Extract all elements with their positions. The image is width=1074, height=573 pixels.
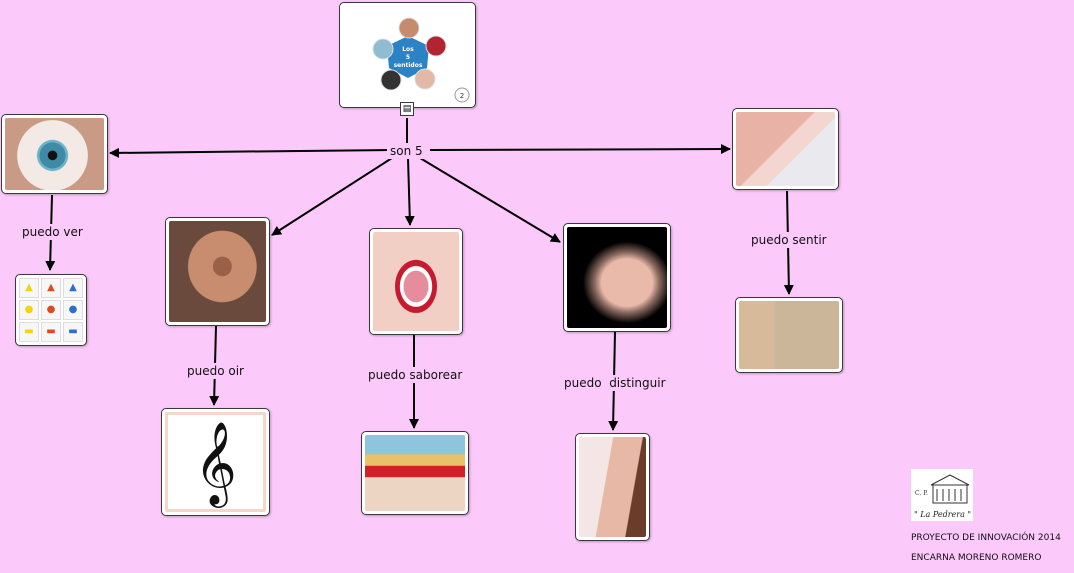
verb-label-mouth: puedo saborear [365,367,466,383]
touching-wool-image [739,301,839,369]
baby-hands-image [736,112,835,186]
five-senses-image: Los 5 sentidos 2 [343,6,472,104]
shape-cell: ● [19,300,39,320]
ear-node[interactable] [165,217,270,326]
mouth-node[interactable] [369,228,463,335]
root-node-five-senses[interactable]: Los 5 sentidos 2 [339,2,476,108]
rose-node[interactable] [575,433,650,541]
school-logo: C. P. " La Pedrera " [911,469,973,521]
ear-image [169,221,266,322]
root-title-line-3: sentidos [394,62,423,69]
edge-hub-hands [429,144,731,155]
school-building-icon: C. P. " La Pedrera " [914,474,971,519]
smelling-rose-image [579,437,646,537]
verb-label-ear: puedo oir [184,363,247,379]
root-title-line-1: Los [402,46,414,53]
treble-clef-icon: 𝄞 [165,412,266,512]
eye-image [5,118,104,190]
blindfold-node[interactable] [361,431,469,515]
shape-cell: ● [63,300,83,320]
mouth-image [373,232,459,331]
colored-shapes-grid: ▲ ▲ ▲ ● ● ● ▬ ▬ ▬ [19,278,83,342]
edge-hub-eye [109,147,389,158]
logo-text-cp: C. P. [915,490,928,497]
root-title-line-2: 5 [406,54,410,61]
logo-text-name: " La Pedrera " [914,510,971,519]
hands-node[interactable] [732,108,839,190]
sheep-node[interactable] [735,297,843,373]
clef-node[interactable]: 𝄞 [161,408,270,516]
edge-hub-nose [419,157,561,243]
verb-label-hands: puedo sentir [748,232,830,248]
senses-collage: Los 5 sentidos 2 [372,17,470,103]
eye-node[interactable] [1,114,108,194]
root-page-number: 2 [460,92,464,100]
shape-cell: ● [41,300,61,320]
verb-label-eye: puedo ver [19,224,86,240]
shape-cell: ▬ [63,322,83,342]
shape-cell: ▲ [19,278,39,298]
footer-author-line: ENCARNA MORENO ROMERO [911,553,1042,563]
hub-label: son 5 [387,143,426,159]
footer-project-line: PROYECTO DE INNOVACIÓN 2014 [911,533,1061,543]
nose-node[interactable] [563,223,671,332]
edge-hub-ear [271,157,393,236]
shape-cell: ▲ [41,278,61,298]
blindfold-tasting-image [365,435,465,511]
shapes-node[interactable]: ▲ ▲ ▲ ● ● ● ▬ ▬ ▬ [15,274,87,346]
shape-cell: ▲ [63,278,83,298]
shape-cell: ▬ [41,322,61,342]
nose-image [567,227,667,328]
resource-icon[interactable]: ▤ [400,102,414,116]
verb-label-nose: puedo distinguir [561,375,669,391]
edge-hub-mouth [404,157,415,226]
shape-cell: ▬ [19,322,39,342]
